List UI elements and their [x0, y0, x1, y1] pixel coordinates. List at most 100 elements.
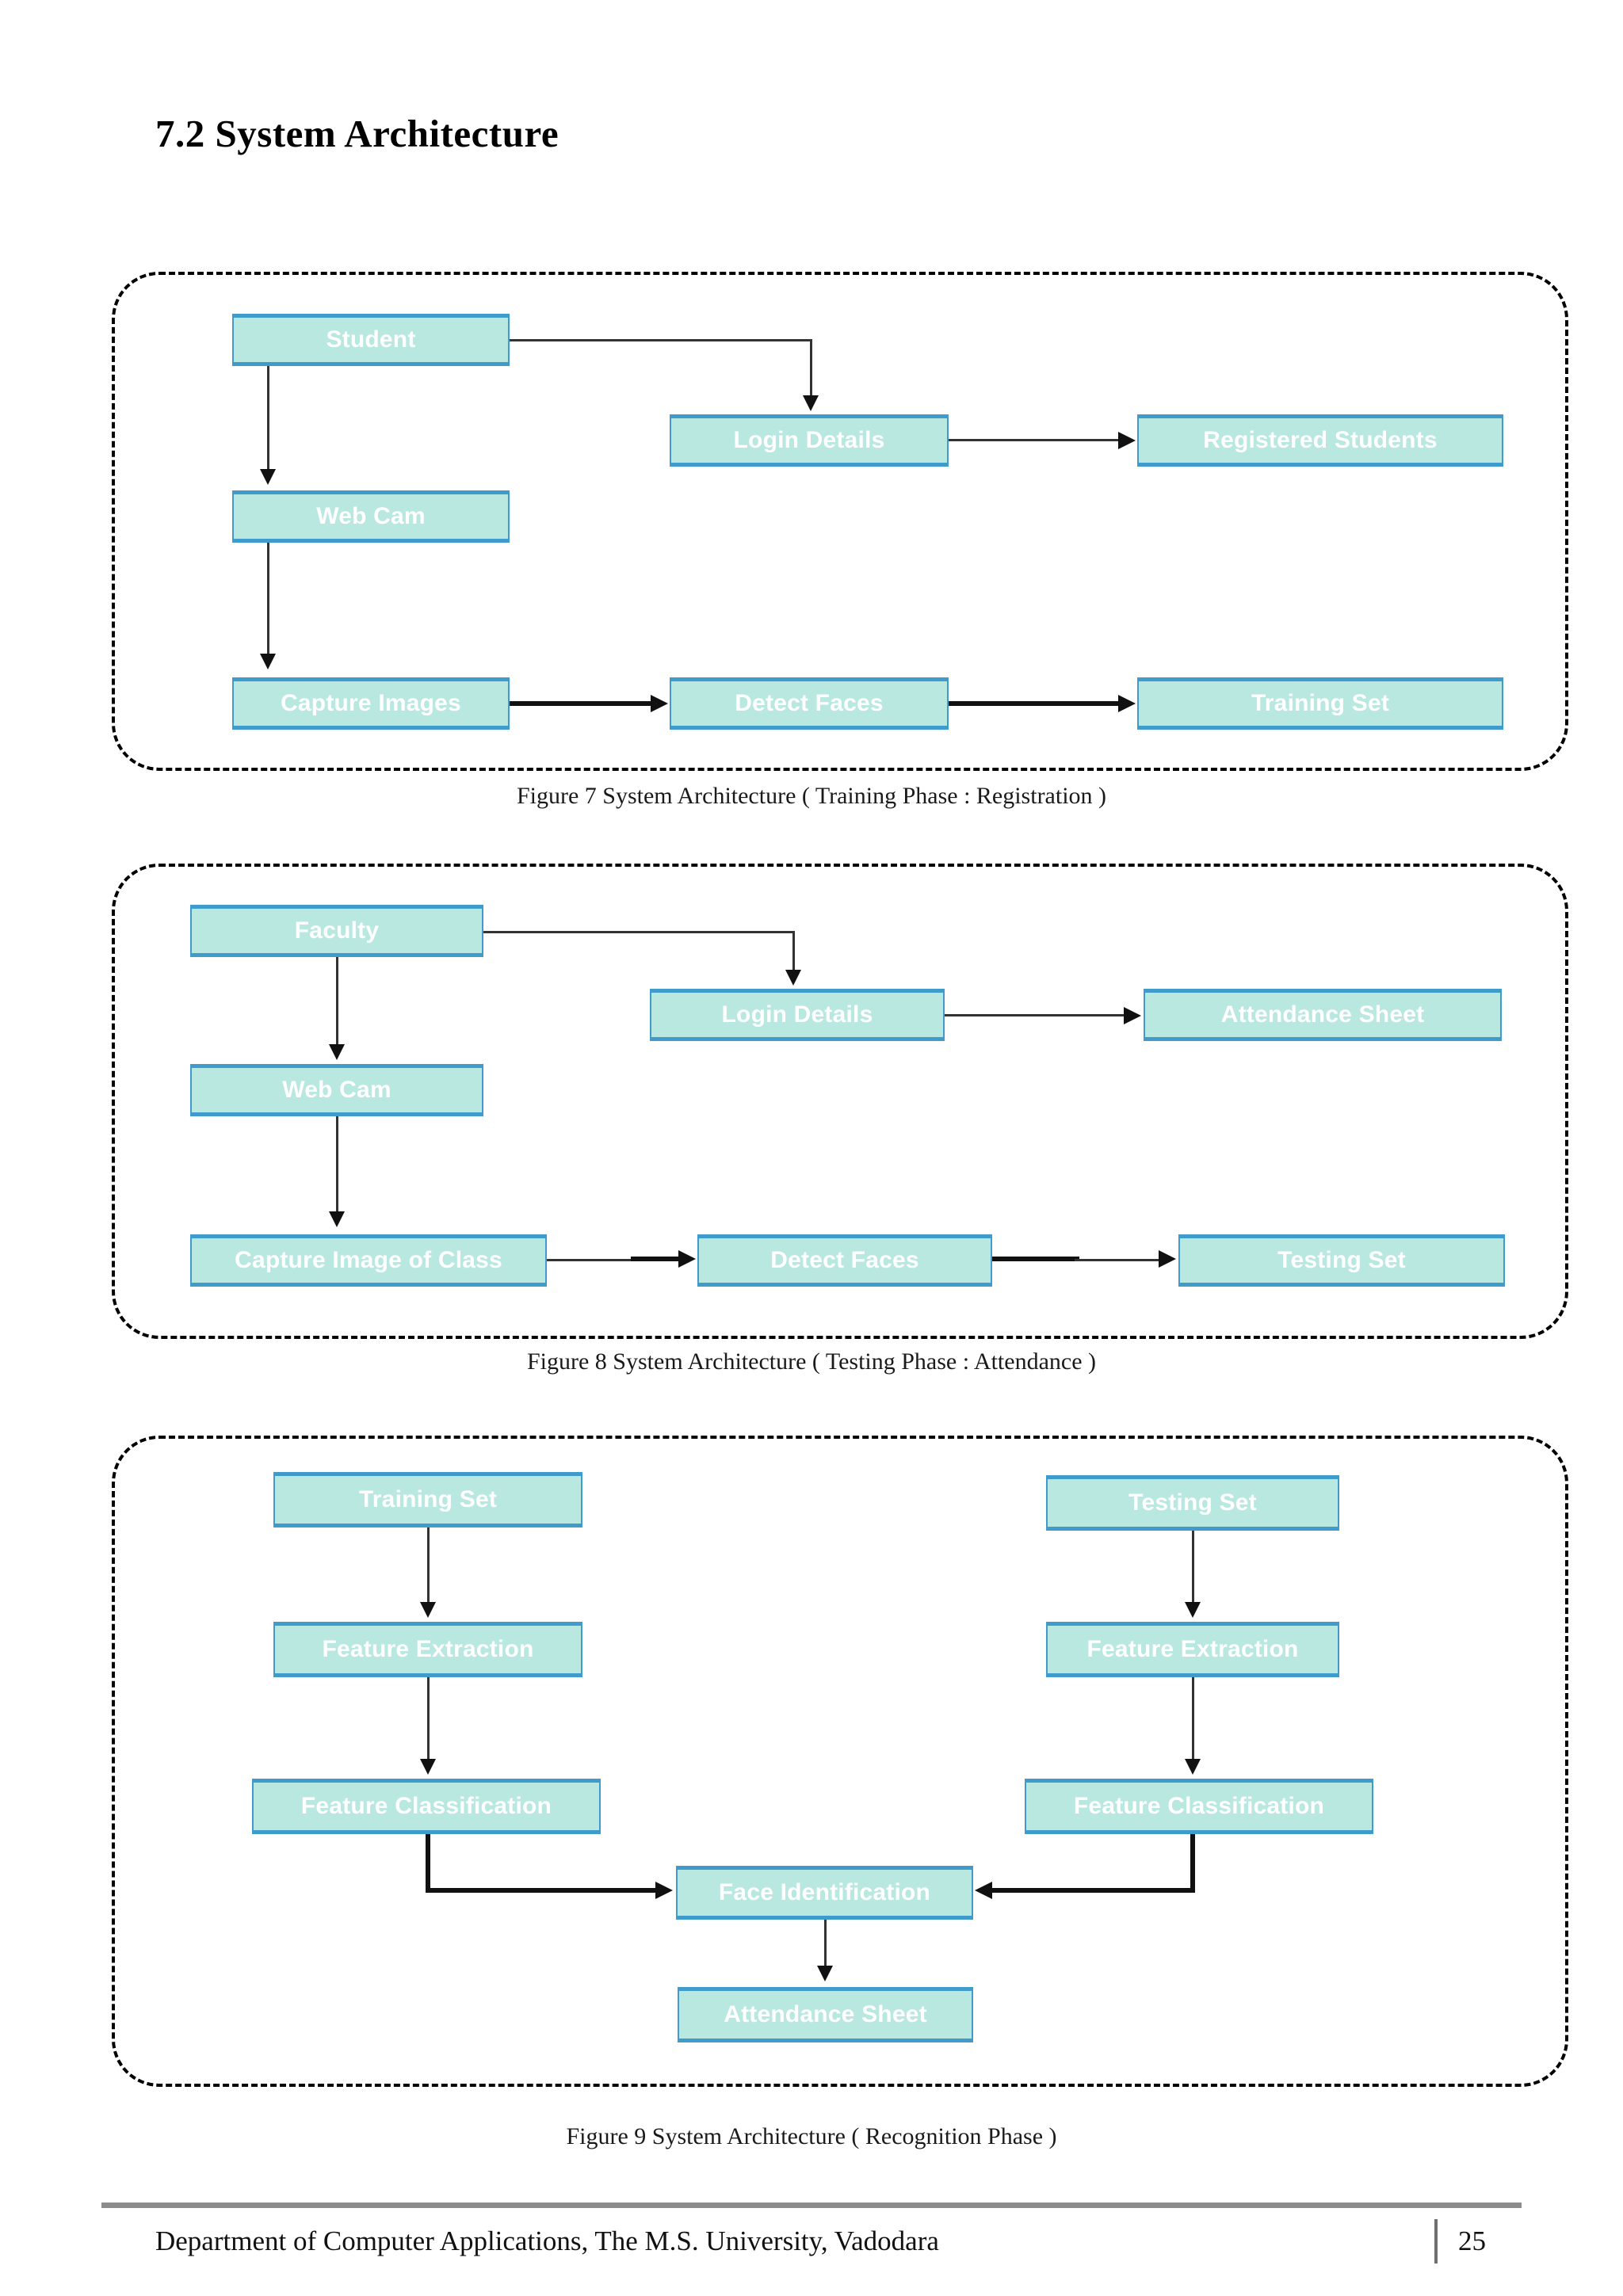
- page-number: 25: [1458, 2225, 1486, 2256]
- node-registered-students[interactable]: Registered Students: [1137, 414, 1503, 467]
- node-training-set[interactable]: Training Set: [1137, 677, 1503, 730]
- node-label: Web Cam: [282, 1077, 391, 1103]
- edge-feature-extraction-to-classification-right: [1192, 1677, 1194, 1763]
- node-attendance-sheet-2[interactable]: Attendance Sheet: [1144, 989, 1502, 1041]
- arrow-head-testing-set-2: [1159, 1250, 1176, 1268]
- node-testing-set-3[interactable]: Testing Set: [1046, 1475, 1339, 1531]
- node-feature-extraction-left[interactable]: Feature Extraction: [273, 1622, 582, 1677]
- node-label: Attendance Sheet: [1220, 1001, 1425, 1028]
- arrow-head-attendance-sheet-2: [1124, 1007, 1141, 1024]
- edge-capture-image-to-detect-faces-thin: [547, 1259, 634, 1261]
- node-label: Student: [326, 326, 416, 353]
- node-feature-classification-right[interactable]: Feature Classification: [1025, 1779, 1373, 1834]
- arrow-head-feature-extraction-left: [420, 1602, 436, 1618]
- edge-detect-faces-to-testing-set: [992, 1257, 1079, 1261]
- edge-classification-right-to-face-id-h: [992, 1888, 1193, 1893]
- arrow-head-feature-classification-right: [1185, 1759, 1201, 1775]
- node-label: Testing Set: [1128, 1489, 1257, 1516]
- arrow-head-capture-images: [260, 654, 276, 669]
- figure-8-frame: [112, 864, 1568, 1339]
- node-label: Web Cam: [316, 503, 426, 529]
- edge-feature-extraction-to-classification-left: [427, 1677, 430, 1763]
- edge-classification-right-to-face-id-v: [1190, 1834, 1195, 1893]
- node-login-details-2[interactable]: Login Details: [650, 989, 945, 1041]
- node-faculty[interactable]: Faculty: [190, 905, 483, 957]
- edge-detect-faces-to-training-set: [949, 701, 1120, 706]
- node-capture-images[interactable]: Capture Images: [232, 677, 510, 730]
- node-label: Testing Set: [1277, 1247, 1406, 1273]
- arrow-head-login-details: [803, 395, 819, 411]
- node-label: Feature Classification: [1073, 1793, 1325, 1819]
- edge-student-to-login-details-v: [810, 339, 812, 397]
- node-detect-faces[interactable]: Detect Faces: [670, 677, 949, 730]
- arrow-head-feature-extraction-right: [1185, 1602, 1201, 1618]
- node-label: Training Set: [358, 1486, 498, 1512]
- footer-institution-text: Department of Computer Applications, The…: [155, 2225, 939, 2256]
- edge-faculty-to-web-cam: [336, 957, 338, 1046]
- edge-faculty-to-login-details-h: [483, 931, 795, 933]
- edge-web-cam-to-capture-image-of-class: [336, 1116, 338, 1213]
- figure-9-frame: [112, 1436, 1568, 2087]
- node-label: Login Details: [733, 427, 885, 453]
- node-detect-faces-2[interactable]: Detect Faces: [697, 1234, 992, 1287]
- node-student[interactable]: Student: [232, 314, 510, 366]
- arrow-head-training-set: [1118, 695, 1136, 712]
- arrow-head-feature-classification-left: [420, 1759, 436, 1775]
- edge-student-to-login-details-h: [510, 339, 812, 341]
- node-login-details[interactable]: Login Details: [670, 414, 949, 467]
- edge-testing-set-to-feature-extraction-right: [1192, 1531, 1194, 1605]
- arrow-head-web-cam-2: [329, 1044, 345, 1060]
- arrow-head-web-cam: [260, 469, 276, 485]
- arrow-head-login-details-2: [785, 970, 801, 986]
- edge-student-to-web-cam: [267, 366, 269, 471]
- edge-faculty-to-login-details-v: [792, 931, 795, 972]
- node-label: Detect Faces: [770, 1247, 919, 1273]
- node-training-set-3[interactable]: Training Set: [273, 1472, 582, 1527]
- edge-face-identification-to-attendance-sheet: [824, 1920, 827, 1969]
- node-label: Capture Images: [281, 690, 461, 716]
- node-label: Registered Students: [1203, 427, 1438, 453]
- arrow-head-face-identification-right: [975, 1882, 992, 1899]
- node-label: Capture Image of Class: [235, 1247, 502, 1273]
- node-feature-extraction-right[interactable]: Feature Extraction: [1046, 1622, 1339, 1677]
- figure-8-caption: Figure 8 System Architecture ( Testing P…: [526, 1348, 1097, 1375]
- edge-web-cam-to-capture-images: [267, 543, 269, 655]
- edge-classification-left-to-face-id-v: [426, 1834, 430, 1893]
- edge-detect-faces-to-testing-set-thin: [1075, 1259, 1162, 1261]
- node-face-identification[interactable]: Face Identification: [676, 1866, 973, 1920]
- edge-login-details-to-registered-students: [949, 439, 1120, 441]
- node-attendance-sheet-3[interactable]: Attendance Sheet: [678, 1987, 973, 2042]
- node-capture-image-of-class[interactable]: Capture Image of Class: [190, 1234, 547, 1287]
- node-label: Faculty: [294, 917, 380, 944]
- arrow-head-capture-image-of-class: [329, 1211, 345, 1227]
- arrow-head-registered-students: [1118, 432, 1136, 449]
- node-label: Attendance Sheet: [724, 2001, 927, 2027]
- node-label: Feature Classification: [300, 1793, 552, 1819]
- arrow-head-attendance-sheet-3: [817, 1966, 833, 1981]
- edge-login-details-to-attendance-sheet: [945, 1014, 1125, 1016]
- figure-9-caption: Figure 9 System Architecture ( Recogniti…: [566, 2123, 1057, 2149]
- edge-classification-left-to-face-id-h: [426, 1888, 657, 1893]
- figure-7-frame: [112, 272, 1568, 771]
- arrow-head-detect-faces: [651, 695, 668, 712]
- page-footer: Department of Computer Applications, The…: [101, 2217, 1522, 2266]
- arrow-head-detect-faces-2: [678, 1250, 696, 1268]
- page-title: 7.2 System Architecture: [155, 112, 559, 155]
- node-feature-classification-left[interactable]: Feature Classification: [252, 1779, 601, 1834]
- node-web-cam[interactable]: Web Cam: [232, 490, 510, 543]
- footer-vertical-separator: [1434, 2219, 1438, 2264]
- node-label: Detect Faces: [735, 690, 884, 716]
- figure-7-caption: Figure 7 System Architecture ( Training …: [516, 783, 1107, 809]
- edge-capture-image-to-detect-faces: [631, 1257, 680, 1261]
- node-label: Feature Extraction: [1086, 1636, 1299, 1662]
- node-testing-set-2[interactable]: Testing Set: [1178, 1234, 1505, 1287]
- edge-capture-images-to-detect-faces: [510, 701, 652, 706]
- node-label: Login Details: [721, 1001, 873, 1028]
- node-label: Face Identification: [718, 1879, 931, 1905]
- node-label: Feature Extraction: [322, 1636, 534, 1662]
- arrow-head-face-identification-left: [655, 1882, 673, 1899]
- footer-divider-rule: [101, 2203, 1522, 2208]
- edge-training-set-to-feature-extraction-left: [427, 1527, 430, 1605]
- node-web-cam-2[interactable]: Web Cam: [190, 1064, 483, 1116]
- node-label: Training Set: [1251, 690, 1390, 716]
